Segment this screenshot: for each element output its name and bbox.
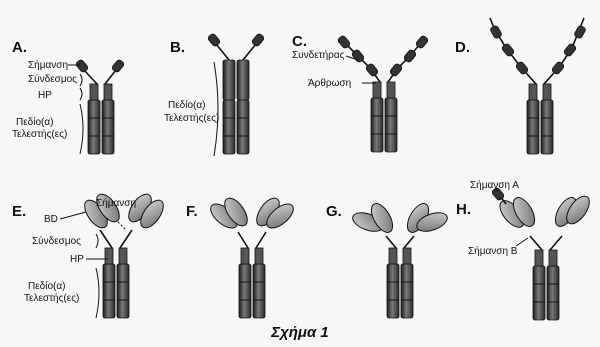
panel-h: H. Σήμανση Α Σήμανση Β [456, 179, 594, 320]
panel-letter-c: C. [292, 33, 307, 50]
panel-letter-b: B. [170, 39, 185, 56]
label-tag: Σήμανση [96, 197, 136, 209]
panel-letter-g: G. [326, 203, 342, 220]
label-linker: Σύνδεσμος [32, 235, 81, 247]
label-tag-a: Σήμανση Α [470, 179, 519, 191]
panel-g: G. [326, 200, 450, 318]
label-hinge: HP [38, 90, 52, 101]
panel-letter-h: H. [456, 201, 471, 218]
panel-c: C. Συνδετήρας Άρθρωση [292, 33, 429, 152]
panel-letter-d: D. [455, 39, 470, 56]
panel-letter-e: E. [12, 203, 26, 220]
label-bd: BD [44, 214, 58, 225]
label-connector: Συνδετήρας [292, 49, 345, 61]
panel-e: E. BD Σήμανση Σύνδεσμος HP Πεδίο(α) Τελε… [12, 190, 168, 318]
label-tag-b: Σήμανση Β [468, 245, 518, 257]
label-linker: Σύνδεσμος [28, 73, 77, 85]
label-hinge: HP [70, 254, 84, 265]
panel-d: D. [455, 18, 586, 154]
panel-b: B. Πεδίο(α) Τελεστής(ες) [164, 33, 265, 156]
label-domain: Πεδίο(α) [16, 116, 53, 128]
panel-f: F. [186, 194, 297, 318]
label-effector: Τελεστής(ες) [24, 292, 79, 304]
figure-caption: Σχήμα 1 [270, 324, 329, 341]
panel-letter-f: F. [186, 203, 198, 220]
label-domain: Πεδίο(α) [28, 280, 65, 292]
panel-letter-a: A. [12, 39, 27, 56]
label-tag: Σήμανση [28, 59, 68, 71]
label-domain: Πεδίο(α) [168, 99, 205, 111]
panel-a: A. Σήμανση Σύνδεσμος HP Πεδίο(α) Τελεστή… [12, 39, 125, 154]
label-effector: Τελεστής(ες) [12, 128, 67, 140]
label-effector: Τελεστής(ες) [164, 112, 219, 124]
label-joint: Άρθρωση [308, 78, 351, 89]
